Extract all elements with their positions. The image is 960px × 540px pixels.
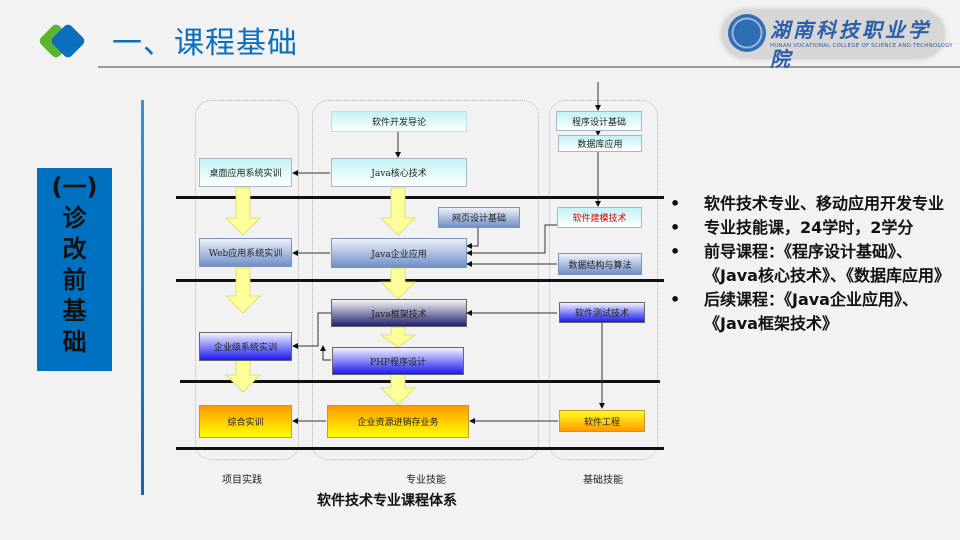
lane-label-professional: 专业技能: [406, 475, 446, 486]
flow-arrow: [380, 267, 416, 300]
bullet-item: • 软件技术专业、移动应用开发专业: [670, 192, 955, 216]
flow-arrow: [225, 267, 261, 314]
stage-line: [176, 279, 664, 282]
lane-label-practice: 项目实践: [222, 475, 262, 486]
college-name-cn: 湖南科技职业学院: [770, 18, 931, 71]
course-intro: 软件开发导论: [331, 111, 467, 132]
vertical-divider: [141, 100, 144, 495]
bullet-dot-icon: •: [670, 242, 681, 261]
college-name-en: HUNAN VOCATIONAL COLLEGE OF SCIENCE AND …: [770, 43, 953, 49]
course-web-design: 网页设计基础: [438, 207, 520, 228]
section-label-line: 前: [62, 266, 87, 294]
bullet-item: • 专业技能课，24学时，2学分: [670, 216, 955, 240]
bullet-dot-icon: •: [670, 194, 681, 213]
header-logo-icon: [37, 22, 87, 66]
section-label-line: 基: [62, 297, 87, 325]
course-data-structures: 数据结构与算法: [558, 253, 642, 275]
course-enterprise-training: 企业级系统实训: [199, 332, 292, 361]
bullet-text: 后续课程：《Java企业应用》、《Java框架技术》: [704, 290, 918, 333]
connector: [292, 312, 331, 349]
section-label-line: 诊: [62, 204, 87, 232]
bullet-text: 软件技术专业、移动应用开发专业: [704, 194, 945, 213]
course-desktop-training: 桌面应用系统实训: [199, 158, 292, 187]
course-testing: 软件测试技术: [559, 302, 645, 323]
diagram-caption: 软件技术专业课程体系: [317, 493, 457, 509]
bullet-list: • 软件技术专业、移动应用开发专业 • 专业技能课，24学时，2学分 • 前导课程：《…: [670, 192, 955, 336]
bullet-text: 前导课程：《程序设计基础》、《Java核心技术》、《数据库应用》: [704, 242, 950, 285]
course-java-framework: Java框架技术: [331, 299, 467, 327]
lane-label-foundation: 基础技能: [583, 475, 623, 486]
course-programming-basics: 程序设计基础: [556, 111, 642, 131]
section-label-line: 础: [62, 328, 87, 356]
bullet-dot-icon: •: [670, 290, 681, 309]
college-emblem-icon: [728, 14, 766, 52]
course-database: 数据库应用: [558, 135, 642, 152]
flow-arrow: [379, 326, 417, 348]
title-divider: [98, 66, 960, 68]
flow-arrow: [380, 373, 416, 406]
section-label: (一) 诊 改 前 基 础: [37, 168, 112, 371]
course-comprehensive-training: 综合实训: [199, 405, 292, 438]
stage-line: [176, 196, 664, 199]
bullet-item: • 前导课程：《程序设计基础》、《Java核心技术》、《数据库应用》: [670, 240, 955, 288]
college-logo: 湖南科技职业学院 HUNAN VOCATIONAL COLLEGE OF SCI…: [722, 10, 953, 71]
course-web-training: Web应用系统实训: [199, 238, 292, 267]
course-java-core: Java核心技术: [331, 158, 467, 187]
course-modeling: 软件建模技术: [557, 207, 642, 228]
section-label-line: 改: [62, 235, 87, 263]
section-label-line: (一): [51, 173, 98, 201]
bullet-text: 专业技能课，24学时，2学分: [704, 218, 914, 237]
bullet-dot-icon: •: [670, 218, 681, 237]
course-php: PHP程序设计: [332, 347, 464, 375]
stage-line: [180, 380, 660, 383]
flow-arrow: [225, 187, 261, 236]
bullet-item: • 后续课程：《Java企业应用》、《Java框架技术》: [670, 288, 955, 336]
course-software-engineering: 软件工程: [559, 410, 645, 432]
connector: [320, 345, 331, 361]
flow-arrow: [380, 187, 416, 236]
connector: [466, 228, 479, 249]
connector: [466, 224, 557, 256]
course-java-enterprise: Java企业应用: [331, 238, 467, 268]
page-title: 一、课程基础: [112, 26, 298, 61]
stage-line: [176, 447, 664, 450]
course-erp: 企业资源进销存业务: [327, 405, 469, 438]
